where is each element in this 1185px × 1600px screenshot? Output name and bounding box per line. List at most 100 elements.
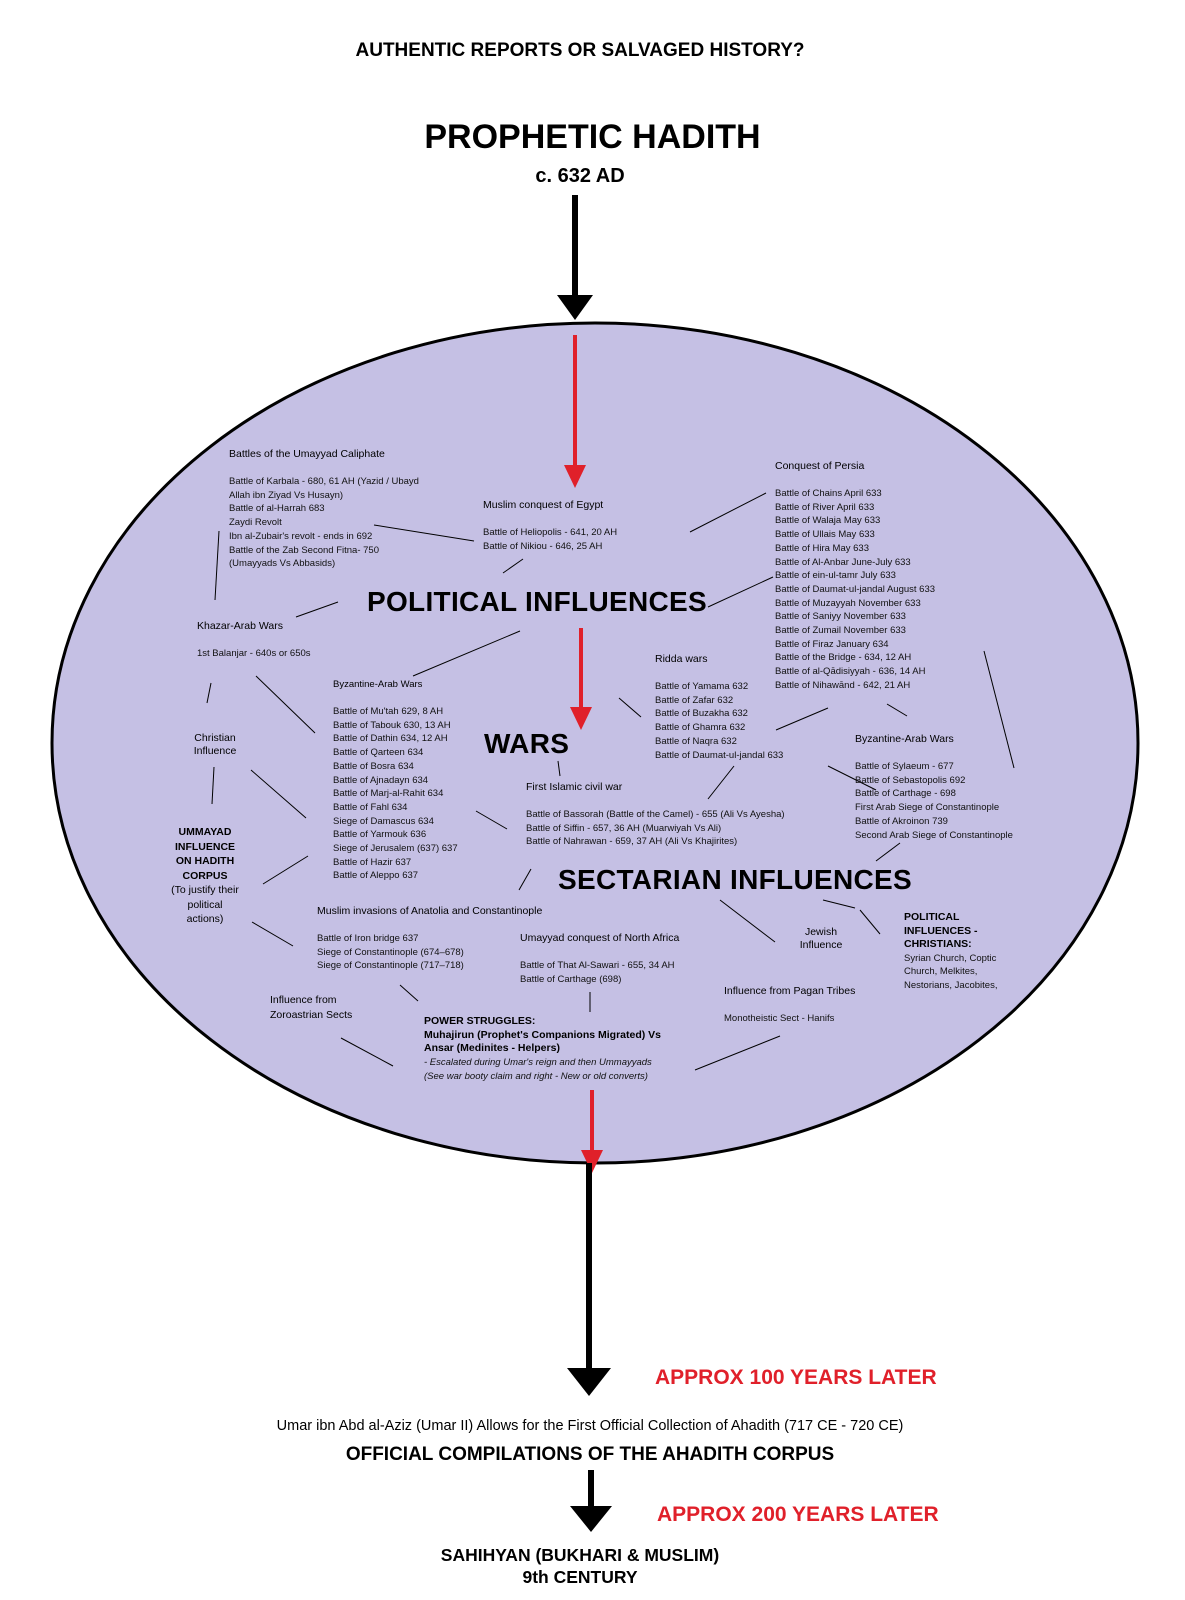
byzantine-1-item: Battle of Hazir 637 [333,856,412,868]
egypt-title: Muslim conquest of Egypt [483,499,604,511]
power-struggles-block: POWER STRUGGLES: Muhajirun (Prophet's Co… [424,1015,661,1084]
christians-political-item: Church, Melkites, [904,966,978,978]
persia-item: Battle of ein-ul-tamr July 633 [775,570,896,582]
ummayad-line: UMMAYAD [178,826,232,838]
connector-lines [206,492,1015,1071]
christians-political-block: POLITICAL INFLUENCES - CHRISTIANS: Syria… [904,911,997,993]
umayyad-item: Allah ibn Ziyad Vs Husayn) [229,489,344,501]
persia-item: Battle of Muzayyah November 633 [775,597,921,609]
byzantine-2-item: Second Arab Siege of Constantinople [855,829,1013,841]
page-title: AUTHENTIC REPORTS OR SALVAGED HISTORY? [355,40,805,61]
ummayad-line: ON HADITH [175,855,235,867]
ridda-item: Battle of Naqra 632 [655,735,737,747]
byzantine-1-item: Battle of Aleppo 637 [333,870,419,882]
ridda-item: Battle of Yamama 632 [655,681,749,692]
byzantine-1-item: Battle of Fahl 634 [333,801,408,813]
anatolia-title: Muslim invasions of Anatolia and Constan… [317,905,543,917]
umar-statement: Umar ibn Abd al-Aziz (Umar II) Allows fo… [276,1418,904,1434]
ummayad-line: INFLUENCE [174,840,236,853]
power-italic-line: (See war booty claim and right - New or … [424,1070,648,1082]
byzantine-wars-1-block: Byzantine-Arab Wars Battle of Mu'tah 629… [333,678,458,883]
persia-item: Battle of Nihawānd - 642, 21 AH [775,679,911,691]
power-bold-line: POWER STRUGGLES: [424,1015,536,1027]
byzantine-2-item: Battle of Sylaeum - 677 [855,761,954,772]
civil-war-item: Battle of Nahrawan - 659, 37 AH (Ali Vs … [526,836,738,848]
zoroastrian-influence: Influence from Zoroastrian Sects [270,993,352,1022]
byzantine-1-item: Battle of Marj-al-Rahit 634 [333,788,444,800]
byzantine-1-item: Battle of Tabouk 630, 13 AH [333,719,451,731]
persia-item: Battle of Hira May 633 [775,542,869,554]
zoroastrian-line: Influence from [270,994,337,1006]
political-influences-label: POLITICAL INFLUENCES [367,586,707,617]
umayyad-item: Battle of al-Harrah 683 [229,503,325,515]
red-arrow-2 [570,628,592,730]
pagan-title: Influence from Pagan Tribes [724,985,856,997]
zoroastrian-line: Zoroastrian Sects [270,1008,353,1021]
byzantine-1-item: Battle of Qarteen 634 [333,747,424,759]
ridda-item: Battle of Buzakha 632 [655,708,748,720]
anatolia-item: Siege of Constantinople (674–678) [317,946,464,958]
jewish-influence: Jewish Influence [786,926,856,952]
umayyad-item: Ibn al-Zubair's revolt - ends in 692 [229,530,373,542]
byzantine-1-item: Battle of Mu'tah 629, 8 AH [333,706,444,717]
byzantine-wars-2-block: Byzantine-Arab Wars Battle of Sylaeum - … [855,733,1013,842]
civil-war-block: First Islamic civil war Battle of Bassor… [526,781,785,849]
byzantine-1-item: Battle of Ajnadayn 634 [333,774,429,786]
ridda-item: Battle of Ghamra 632 [655,722,746,734]
byzantine-2-item: First Arab Siege of Constantinople [855,802,1000,814]
byzantine-wars-2-title: Byzantine-Arab Wars [855,733,954,745]
red-arrow-3 [581,1090,603,1173]
persia-item: Battle of Walaja May 633 [775,515,881,527]
pagan-item: Monotheistic Sect - Hanifs [724,1013,835,1024]
umayyad-item: Battle of Karbala - 680, 61 AH (Yazid / … [229,476,419,487]
arrow-bottom-2 [570,1470,612,1532]
byzantine-2-item: Battle of Sebastopolis 692 [855,774,966,786]
civil-war-item: Battle of Siffin - 657, 36 AH (Muarwiyah… [526,822,722,834]
persia-block: Conquest of Persia Battle of Chains Apri… [775,460,935,693]
umayyad-battles-title: Battles of the Umayyad Caliphate [229,448,385,460]
ummayad-note: (To justify their [171,884,239,896]
persia-item: Battle of the Bridge - 634, 12 AH [775,652,912,664]
jewish-line: Jewish [804,926,838,938]
prophetic-hadith-date: c. 632 AD [535,165,625,187]
ummayad-note: actions) [186,913,224,925]
north-africa-item: Battle of Carthage (698) [520,973,622,985]
khazar-item: 1st Balanjar - 640s or 650s [197,648,311,659]
persia-item: Battle of Ullais May 633 [775,529,875,541]
persia-item: Battle of Daumat-ul-jandal August 633 [775,583,936,595]
persia-item: Battle of Chains April 633 [775,488,882,499]
byzantine-1-item: Siege of Damascus 634 [333,815,434,827]
christians-political-title: INFLUENCES - [904,924,978,937]
arrow-top [557,195,593,320]
umayyad-item: (Umayyads Vs Abbasids) [229,558,336,570]
christian-influence: Christian Influence [180,732,250,758]
christians-political-item: Nestorians, Jacobites, [904,979,998,991]
approx-100-years: APPROX 100 YEARS LATER [655,1366,937,1389]
persia-item: Battle of River April 633 [775,501,875,513]
sahihyan: SAHIHYAN (BUKHARI & MUSLIM) [440,1545,720,1565]
byzantine-2-item: Battle of Akroinon 739 [855,815,948,827]
christians-political-title: CHRISTIANS: [904,938,972,950]
persia-item: Battle of Saniyy November 633 [775,611,906,623]
egypt-item: Battle of Heliopolis - 641, 20 AH [483,527,618,538]
red-arrow-1 [564,335,586,488]
north-africa-item: Battle of That Al-Sawari - 655, 34 AH [520,960,675,971]
official-compilations: OFFICIAL COMPILATIONS OF THE AHADITH COR… [345,1444,835,1465]
byzantine-2-item: Battle of Carthage - 698 [855,788,956,800]
ridda-item: Battle of Daumat-ul-jandal 633 [655,749,784,761]
north-africa-title: Umayyad conquest of North Africa [520,932,680,944]
power-bold-line: Ansar (Medinites - Helpers) [424,1042,560,1055]
khazar-title: Khazar-Arab Wars [197,620,283,632]
byzantine-1-item: Battle of Dathin 634, 12 AH [333,733,448,745]
jewish-line: Influence [799,939,843,951]
persia-item: Battle of al-Qādisiyyah - 636, 14 AH [775,666,926,678]
ummayad-note: political [187,898,223,911]
anatolia-block: Muslim invasions of Anatolia and Constan… [317,905,542,973]
christians-political-item: Syrian Church, Coptic [904,952,997,964]
approx-200-years: APPROX 200 YEARS LATER [657,1503,939,1526]
egypt-item: Battle of Nikiou - 646, 25 AH [483,540,603,552]
ninth-century: 9th CENTURY [522,1567,638,1587]
umayyad-battles-block: Battles of the Umayyad Caliphate Battle … [229,448,419,571]
power-italic-line: - Escalated during Umar's reign and then… [424,1057,652,1069]
